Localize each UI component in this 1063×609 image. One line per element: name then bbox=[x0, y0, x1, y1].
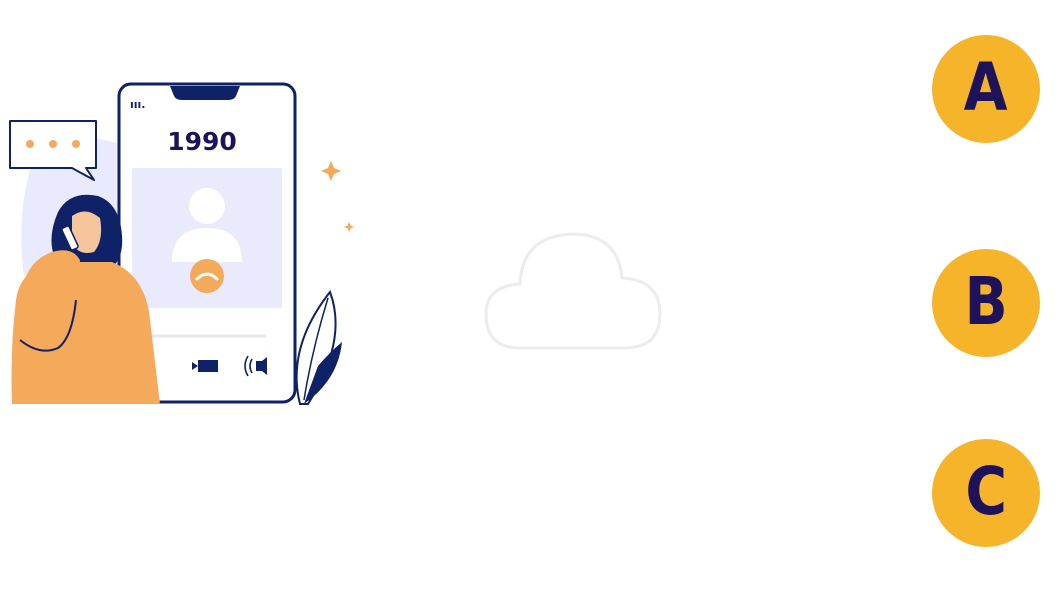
speech-bubble-icon bbox=[9, 120, 97, 181]
sparkle-icon bbox=[321, 161, 341, 181]
option-letter: C bbox=[965, 453, 1007, 530]
leaf-icon bbox=[295, 289, 342, 405]
speaker-icon[interactable] bbox=[244, 355, 267, 377]
option-a-button[interactable]: A bbox=[932, 35, 1040, 143]
signal-indicator: ııı. bbox=[130, 98, 146, 111]
option-letter: A bbox=[964, 49, 1008, 126]
option-letter: B bbox=[964, 263, 1008, 340]
sparkle-icon bbox=[344, 222, 354, 232]
option-c-button[interactable]: C bbox=[932, 439, 1040, 547]
woman-figure bbox=[11, 194, 160, 404]
hang-up-icon[interactable] bbox=[190, 259, 224, 293]
video-camera-icon[interactable] bbox=[192, 360, 218, 372]
option-b-button[interactable]: B bbox=[932, 249, 1040, 357]
phone-mockup: ııı. 1990 bbox=[117, 82, 297, 404]
caller-number: 1990 bbox=[167, 127, 237, 156]
avatar-icon bbox=[172, 188, 242, 262]
cloud-icon bbox=[484, 232, 662, 350]
phone-call-illustration: ııı. 1990 bbox=[9, 82, 354, 405]
